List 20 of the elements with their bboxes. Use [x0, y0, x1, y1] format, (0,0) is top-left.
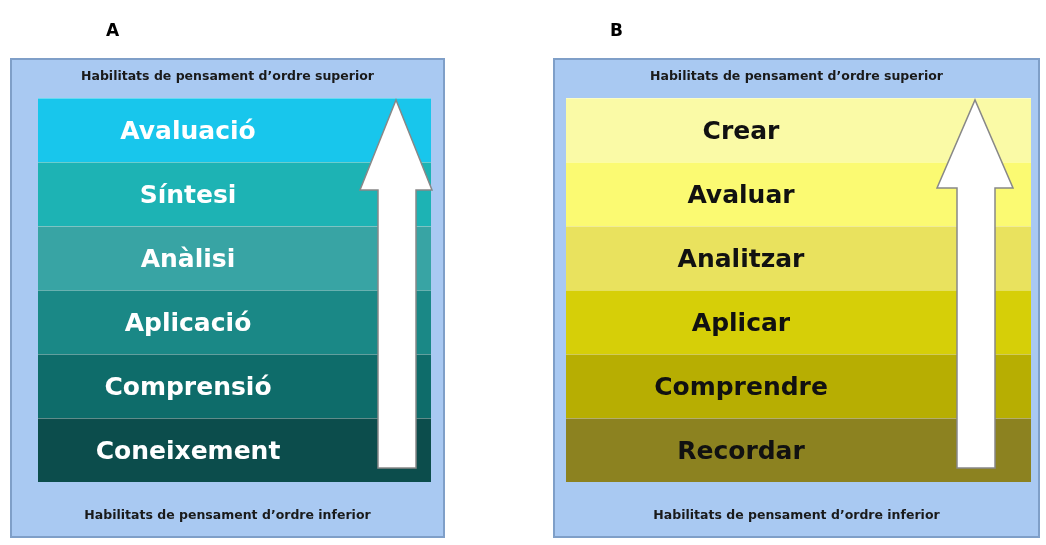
heading-text: Habilitats de pensament d’ordre superior — [80, 68, 375, 83]
level-band: Coneixement — [38, 418, 431, 482]
heading-text: Habilitats de pensament d’ordre inferior — [652, 507, 941, 522]
level-band: Recordar — [566, 418, 1031, 482]
level-band: Anàlisi — [38, 226, 431, 290]
level-band: Comprendre — [566, 354, 1031, 418]
heading-text: Habilitats de pensament d’ordre inferior — [83, 507, 372, 522]
level-band: Crear — [566, 98, 1031, 162]
taxonomy-panel — [553, 58, 1040, 538]
panel-letter: B — [610, 20, 623, 40]
block-arrow — [935, 98, 1015, 469]
level-band: Comprensió — [38, 354, 431, 418]
level-band: Avaluació — [38, 98, 431, 162]
heading-text: Habilitats de pensament d’ordre superior — [649, 68, 944, 83]
taxonomy-panel — [10, 58, 445, 538]
block-arrow — [358, 98, 434, 469]
level-band: Aplicar — [566, 290, 1031, 354]
level-band: Aplicació — [38, 290, 431, 354]
level-band: Analitzar — [566, 226, 1031, 290]
panel-letter: A — [106, 20, 120, 40]
